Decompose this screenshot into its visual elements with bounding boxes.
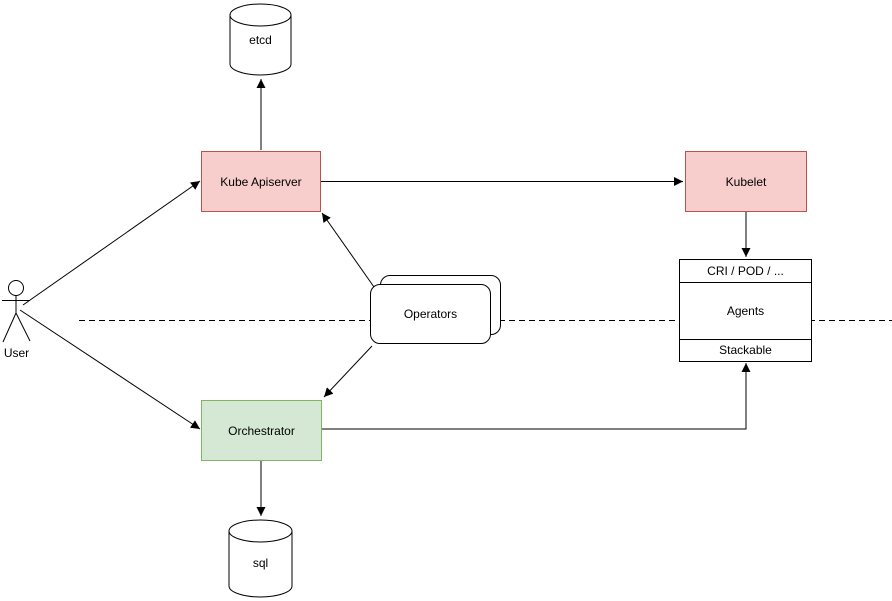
kube-apiserver-label: Kube Apiserver xyxy=(220,174,302,189)
edge-orchestrator-to-stackable[interactable] xyxy=(322,363,751,430)
operators-label: Operators xyxy=(403,307,458,321)
edge-user-to-orchestrator[interactable] xyxy=(19,309,201,430)
sql-label: sql xyxy=(252,556,269,570)
agents-header-label: CRI / POD / ... xyxy=(680,260,811,283)
node-kube-apiserver[interactable]: Kube Apiserver xyxy=(201,151,321,212)
node-orchestrator[interactable]: Orchestrator xyxy=(201,400,322,461)
user-actor-icon[interactable] xyxy=(2,280,31,343)
node-agents[interactable]: CRI / POD / ... Agents Stackable xyxy=(679,259,812,362)
kubelet-label: Kubelet xyxy=(725,174,767,189)
user-label: User xyxy=(3,346,30,360)
agents-footer-label: Stackable xyxy=(680,339,811,361)
node-kubelet[interactable]: Kubelet xyxy=(685,151,807,212)
edge-operators-to-kube-apiserver[interactable] xyxy=(321,212,375,288)
orchestrator-label: Orchestrator xyxy=(228,423,295,438)
sql-database-icon[interactable] xyxy=(228,519,293,598)
edge-operators-to-orchestrator[interactable] xyxy=(323,345,373,398)
edge-user-to-kube-apiserver[interactable] xyxy=(22,180,201,306)
agents-body-label: Agents xyxy=(726,304,765,318)
etcd-database-icon[interactable] xyxy=(229,3,292,76)
node-operators[interactable]: Operators xyxy=(370,284,491,344)
etcd-label: etcd xyxy=(249,33,272,47)
